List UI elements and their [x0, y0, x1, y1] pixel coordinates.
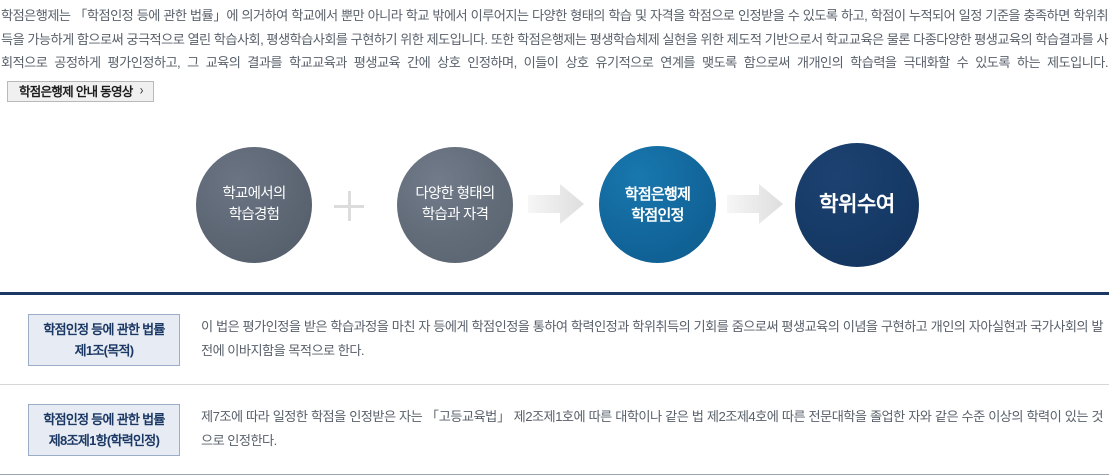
flow-node-school-learning: 학교에서의 학습경험 — [196, 147, 312, 263]
flow-node-label: 학점은행제 학점인정 — [624, 185, 691, 224]
credit-bank-flow-diagram: 학교에서의 학습경험 다양한 형태의 학습과 자격 학점은행제 학점인정 — [0, 140, 1109, 285]
flow-node-label: 학위수여 — [819, 193, 895, 216]
flow-node-various-learning: 다양한 형태의 학습과 자격 — [397, 147, 513, 263]
flow-node-credit-recognition: 학점은행제 학점인정 — [599, 146, 716, 263]
plus-icon — [334, 191, 364, 221]
intro-paragraph: 학점은행제는 「학점인정 등에 관한 법률」에 의거하여 학교에서 뿐만 아니라… — [0, 4, 1109, 103]
law-tag-label: 학점인정 등에 관한 법률 제8조제1항(학력인정) — [43, 412, 165, 448]
law-row: 학점인정 등에 관한 법률 제1조(목적) 이 법은 평가인정을 받은 학습과정… — [0, 295, 1109, 384]
flow-node-degree-award: 학위수여 — [795, 143, 919, 267]
law-tag: 학점인정 등에 관한 법률 제8조제1항(학력인정) — [28, 404, 180, 456]
law-tag: 학점인정 등에 관한 법률 제1조(목적) — [28, 314, 180, 366]
intro-paragraph-text: 학점은행제는 「학점인정 등에 관한 법률」에 의거하여 학교에서 뿐만 아니라… — [1, 8, 1109, 70]
law-description: 이 법은 평가인정을 받은 학습과정을 마친 자 등에게 학점인정을 통하여 학… — [201, 319, 1104, 358]
flow-node-label: 다양한 형태의 학습과 자격 — [415, 186, 495, 223]
law-row: 학점인정 등에 관한 법률 제8조제1항(학력인정) 제7조에 따라 일정한 학… — [0, 385, 1109, 474]
chevron-right-icon: › — [139, 83, 144, 99]
arrow-right-icon — [727, 183, 783, 225]
arrow-right-icon — [528, 183, 584, 225]
section-divider-top — [0, 292, 1109, 295]
guide-video-button[interactable]: 학점은행제 안내 동영상 › — [7, 81, 154, 103]
law-description: 제7조에 따라 일정한 학점을 인정받은 자는 「고등교육법」 제2조제1호에 … — [201, 409, 1104, 448]
intro-section: 학점은행제는 「학점인정 등에 관한 법률」에 의거하여 학교에서 뿐만 아니라… — [0, 4, 1109, 103]
guide-video-button-label: 학점은행제 안내 동영상 — [19, 84, 133, 99]
law-section: 학점인정 등에 관한 법률 제1조(목적) 이 법은 평가인정을 받은 학습과정… — [0, 292, 1109, 475]
flow-node-label: 학교에서의 학습경험 — [222, 186, 286, 223]
law-row-divider — [0, 384, 1109, 385]
law-tag-label: 학점인정 등에 관한 법률 제1조(목적) — [43, 322, 165, 358]
